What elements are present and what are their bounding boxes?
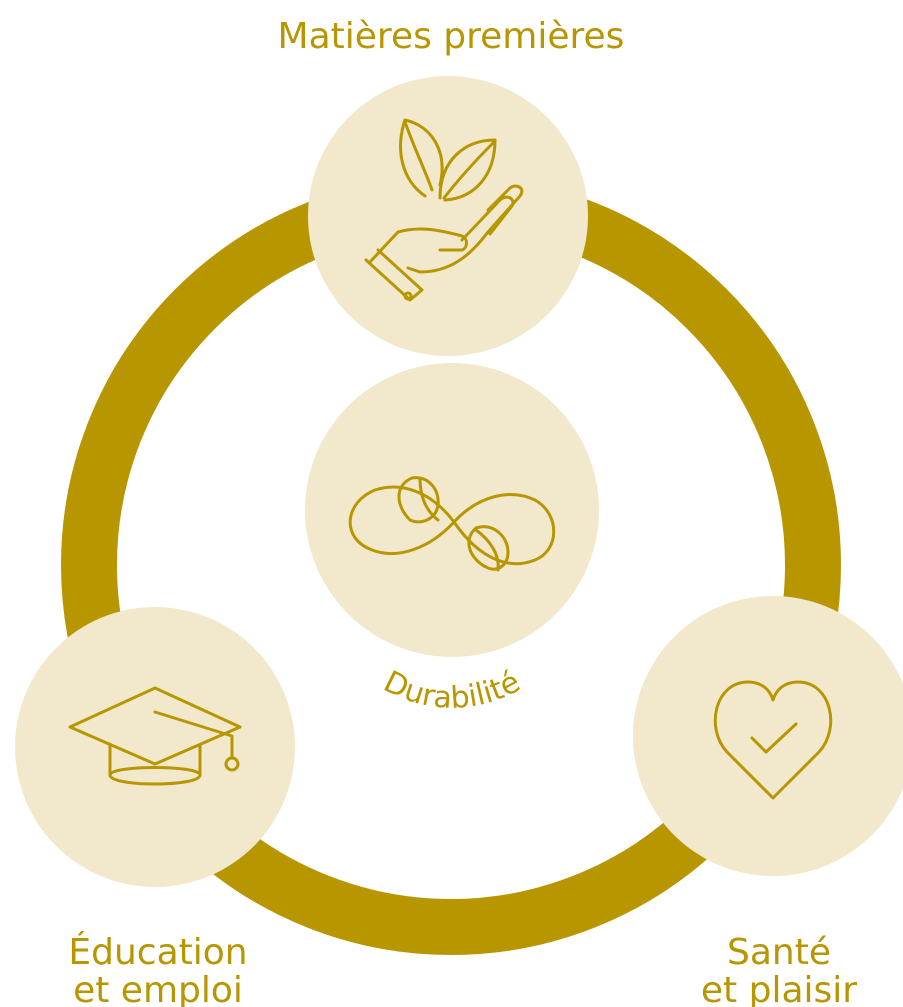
hand-leaves-icon [364, 118, 524, 302]
heart-check-icon [713, 680, 833, 800]
node-circle [308, 76, 588, 356]
node-circle [15, 607, 295, 887]
node-label-left-line1: Éducation [68, 931, 247, 973]
center-circle [305, 363, 599, 657]
node-circle [633, 596, 903, 876]
node-durabilite: Durabilité [305, 363, 599, 716]
node-label-left-line2: et emploi [73, 970, 243, 1007]
node-matieres-premieres [308, 76, 588, 356]
graduation-cap-icon [68, 686, 242, 786]
node-label-right-line1: Santé [727, 932, 831, 973]
center-label: Durabilité [378, 664, 526, 716]
node-label-top: Matières premières [278, 16, 625, 57]
node-sante-plaisir [633, 596, 903, 876]
node-label-right-line2: et plaisir [701, 970, 857, 1007]
node-education-emploi [15, 607, 295, 887]
infinity-leaves-icon [348, 476, 556, 572]
